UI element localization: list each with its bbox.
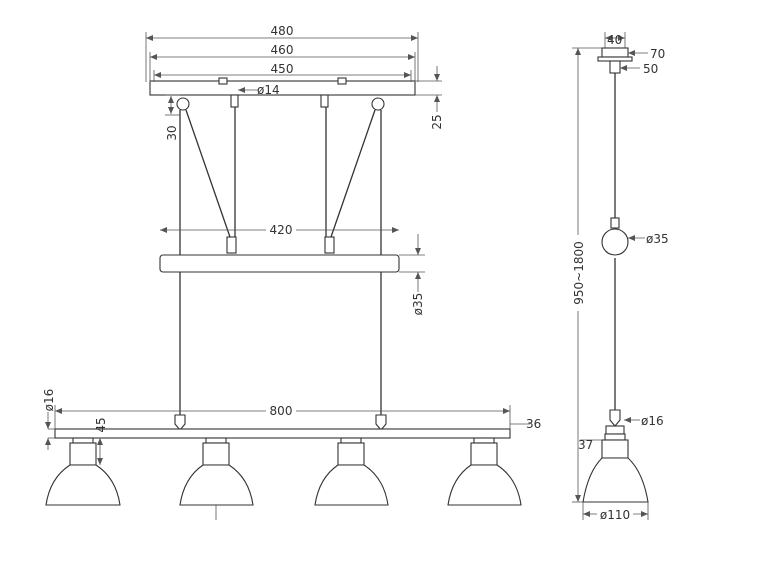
canopy-bracket-right xyxy=(337,77,347,85)
light-bar xyxy=(54,428,511,439)
side-shade xyxy=(582,457,649,503)
rod-right xyxy=(320,94,329,108)
dim-side-top: 40 xyxy=(607,33,622,47)
side-shade-neck xyxy=(601,439,629,459)
rod-left xyxy=(230,94,239,108)
side-shade-neck-top xyxy=(604,433,626,441)
dim-crossbar-dia: ø35 xyxy=(411,293,425,316)
end-cap-right xyxy=(375,414,387,431)
dim-side-canopy-width: 70 xyxy=(650,47,665,61)
side-view: 40 70 50 950~1800 ø35 ø16 37 ø110 xyxy=(570,32,669,522)
dim-canopy-mid: 460 xyxy=(271,43,294,57)
dim-side-shade-dia: ø110 xyxy=(600,508,630,522)
dim-side-ball-dia: ø35 xyxy=(646,232,669,246)
dim-crossbar-span: 420 xyxy=(270,223,293,237)
wire-diag-right xyxy=(330,109,376,238)
clamp-right xyxy=(324,236,335,254)
lamp-1 xyxy=(45,437,121,506)
pulley-right xyxy=(371,97,385,111)
side-ball-clamp xyxy=(610,217,620,229)
dim-hook-drop: 30 xyxy=(165,125,179,140)
wire-diag-left xyxy=(185,109,231,238)
front-view: 480 460 450 ø14 25 30 420 xyxy=(42,24,541,520)
dim-side-height: 950~1800 xyxy=(572,241,586,305)
dim-side-shade-height: 37 xyxy=(578,438,593,452)
dim-canopy-outer: 480 xyxy=(271,24,294,38)
dim-side-canopy-height: 50 xyxy=(643,62,658,76)
side-canopy-base xyxy=(597,56,633,62)
side-joint xyxy=(609,409,621,427)
dim-rod-dia: ø14 xyxy=(257,83,280,97)
side-tube xyxy=(605,425,625,435)
side-mount xyxy=(609,60,621,74)
lamp-2 xyxy=(179,437,254,506)
dim-canopy-thickness: 25 xyxy=(430,114,444,129)
dim-bar-end: 36 xyxy=(526,417,541,431)
end-cap-left xyxy=(174,414,186,431)
pulley-left xyxy=(176,97,190,111)
clamp-left xyxy=(226,236,237,254)
lamp-3 xyxy=(314,437,389,506)
dim-tube-dia: ø16 xyxy=(42,389,56,412)
crossbar xyxy=(159,254,400,273)
dim-canopy-inner: 450 xyxy=(271,62,294,76)
side-canopy xyxy=(601,47,629,58)
canopy-bracket-left xyxy=(218,77,228,85)
lamp-4 xyxy=(447,437,522,506)
dim-side-tube-dia: ø16 xyxy=(641,414,664,428)
canopy-plate xyxy=(149,80,416,96)
side-ball xyxy=(601,228,629,256)
dim-lamp-offset: 45 xyxy=(94,417,108,432)
dim-bar-length: 800 xyxy=(270,404,293,418)
